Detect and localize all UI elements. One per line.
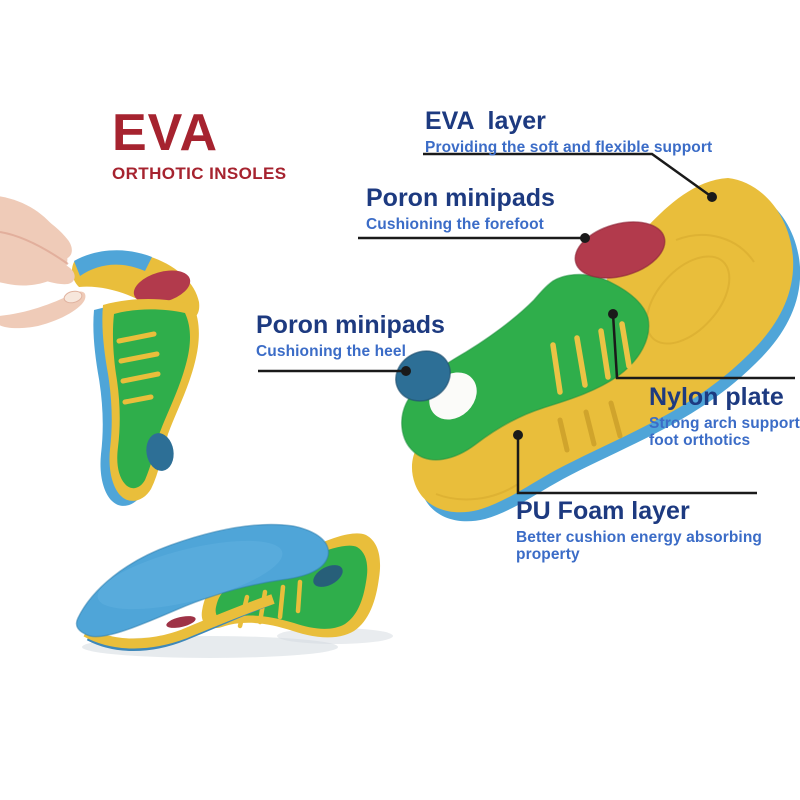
front-insole-foam-edge — [83, 594, 275, 649]
nylon-plate-leader — [611, 313, 795, 380]
brand-subtitle: ORTHOTIC INSOLES — [112, 163, 287, 183]
heel-minipad — [395, 350, 451, 402]
insole-pair-illustration — [75, 523, 393, 658]
annotation-desc: Cushioning the forefoot — [366, 216, 544, 234]
thumbnail — [63, 290, 83, 304]
annotation-desc: Providing the soft and flexible support — [425, 139, 713, 157]
annotation-pu-foam: PU Foam layer Better cushion energy abso… — [516, 497, 800, 564]
middle-finger — [0, 236, 75, 285]
eva-layer-dot — [707, 192, 717, 202]
index-finger — [0, 206, 72, 260]
foam-grooves — [557, 400, 623, 453]
finger-crease — [0, 231, 69, 265]
annotation-title: PU Foam layer — [516, 497, 690, 525]
brand-block: EVA ORTHOTIC INSOLES — [112, 104, 287, 184]
annotation-title: Nylon plate — [649, 383, 784, 411]
annotation-title: EVA layer — [425, 107, 546, 135]
hand-illustration — [0, 196, 86, 329]
annotation-desc: Better cushion energy absorbing property — [516, 529, 762, 564]
brand-title: EVA — [112, 104, 219, 162]
annotation-eva-layer: EVA layer Providing the soft and flexibl… — [425, 107, 713, 157]
leader-lines — [258, 152, 795, 495]
annotation-nylon-plate: Nylon plate Strong arch support& foot or… — [649, 383, 800, 450]
green-layer-flex-slits — [550, 321, 632, 395]
leader-dots — [401, 192, 717, 440]
annotation-title: Poron minipads — [366, 184, 555, 212]
foam-imprint-lines — [435, 233, 755, 501]
annotation-title: Poron minipads — [256, 311, 445, 339]
annotation-poron-heel: Poron minipads Cushioning the heel — [256, 311, 445, 361]
bent-flap-blue-underside — [74, 250, 152, 276]
annotation-poron-forefoot: Poron minipads Cushioning the forefoot — [366, 184, 555, 234]
front-insole-blue-top — [75, 523, 330, 638]
annotation-desc: Cushioning the heel — [256, 343, 407, 361]
pu-foam-dot — [513, 430, 523, 440]
thumb — [0, 291, 86, 329]
front-insole-red-sliver — [166, 616, 196, 628]
pair-heel-gap — [313, 565, 343, 587]
eva-layer-leader — [423, 152, 713, 199]
bent-insole-illustration — [71, 250, 200, 506]
bent-body-flex-lines — [116, 331, 161, 405]
bent-heel-pad — [146, 433, 174, 471]
nylon-plate-dot — [608, 309, 618, 319]
forefoot-minipad — [574, 221, 666, 279]
forefoot-pad-dot — [580, 233, 590, 243]
bent-forefoot-pad — [133, 270, 191, 304]
pu-foam-leader — [516, 435, 757, 495]
annotation-desc: Strong arch support& foot orthotics — [649, 415, 800, 450]
front-insole-sheen — [97, 540, 283, 610]
heel-pad-dot — [401, 366, 411, 376]
